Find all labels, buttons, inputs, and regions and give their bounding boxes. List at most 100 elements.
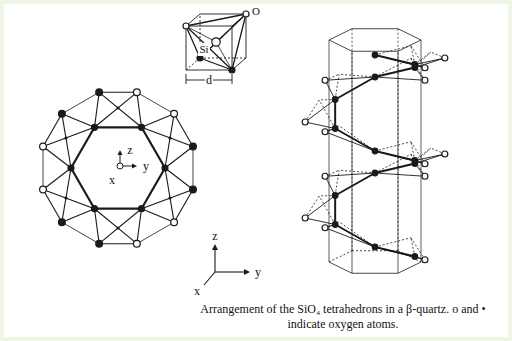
tetrahedron-edge bbox=[95, 208, 142, 210]
tetrahedron-edge bbox=[325, 132, 375, 151]
axis-label: y bbox=[142, 160, 150, 173]
tetrahedron-edge bbox=[62, 168, 71, 222]
si-o-bond bbox=[216, 14, 246, 42]
tetrahedron-edge bbox=[95, 92, 100, 127]
tetrahedron-edge bbox=[99, 92, 141, 127]
oxygen-dot bbox=[372, 148, 378, 154]
dimension-tick bbox=[232, 74, 233, 84]
tetrahedron-edge bbox=[305, 196, 319, 218]
tetrahedron-edge bbox=[186, 14, 246, 26]
oxygen-circle bbox=[422, 257, 428, 263]
cube-edge bbox=[186, 26, 187, 70]
axis-line bbox=[215, 271, 247, 272]
prism-edge bbox=[352, 273, 398, 274]
axis-arrowhead bbox=[212, 244, 250, 275]
oxygen-circle bbox=[133, 240, 140, 247]
prism-edge bbox=[398, 29, 421, 40]
silicon-dot bbox=[64, 136, 67, 139]
oxygen-dot bbox=[139, 124, 145, 130]
figure-caption: Arrangement of the SiO₄ tetrahedrons in … bbox=[180, 302, 506, 332]
helix-chain bbox=[375, 151, 415, 161]
helix-chain bbox=[334, 100, 336, 129]
oxygen-circle bbox=[322, 173, 328, 179]
oxygen-dot bbox=[162, 165, 168, 171]
helix-chain bbox=[375, 247, 415, 257]
oxygen-dot bbox=[197, 55, 203, 61]
tetrahedron-edge bbox=[99, 243, 137, 244]
figure-panel bbox=[4, 4, 508, 337]
tetrahedron-edge bbox=[375, 151, 425, 164]
oxygen-dot bbox=[372, 74, 378, 80]
tetrahedron-edge bbox=[375, 154, 411, 173]
oxygen-dot bbox=[139, 206, 145, 212]
oxygen-dot bbox=[372, 52, 378, 58]
tetrahedron-edge bbox=[375, 238, 411, 247]
prism-edge bbox=[398, 262, 421, 273]
tetrahedron-edge bbox=[71, 168, 95, 209]
tetrahedron-edge bbox=[137, 209, 142, 244]
axis-label: z bbox=[126, 144, 133, 157]
tetrahedron-edge bbox=[62, 209, 95, 222]
tetrahedron-edge bbox=[305, 196, 335, 219]
ring-link-line bbox=[137, 222, 174, 243]
axis-line bbox=[214, 247, 215, 272]
si-o-bond bbox=[186, 26, 216, 42]
tetrahedron-edge bbox=[305, 218, 335, 225]
tetrahedron-edge bbox=[62, 114, 95, 127]
silicon-dot bbox=[168, 196, 171, 199]
tetrahedron-edge bbox=[95, 209, 100, 244]
prism-edge bbox=[329, 40, 352, 51]
helix-chain bbox=[335, 173, 375, 196]
tetrahedron-edge bbox=[375, 58, 411, 77]
silicon-dot bbox=[64, 196, 67, 199]
tetrahedron-edge bbox=[95, 126, 142, 128]
tetrahedron-edge bbox=[375, 247, 425, 260]
oxygen-dot bbox=[332, 222, 338, 228]
oxygen-dot bbox=[412, 254, 418, 260]
tetrahedron-edge bbox=[305, 122, 335, 129]
tetrahedron-edge bbox=[43, 127, 94, 146]
ring-link-line bbox=[192, 147, 193, 190]
tetrahedron-edge bbox=[165, 114, 174, 168]
tetrahedron-edge bbox=[411, 238, 425, 260]
cube-inset bbox=[183, 11, 249, 84]
tetrahedron-edge bbox=[99, 209, 141, 244]
oxygen-dot bbox=[58, 219, 65, 226]
tetrahedron-edge bbox=[305, 100, 335, 123]
tetrahedron-edge bbox=[411, 46, 425, 68]
oxygen-circle bbox=[422, 65, 428, 71]
helix-chain bbox=[375, 68, 415, 78]
oxygen-circle bbox=[302, 215, 308, 221]
prism-edge bbox=[398, 29, 399, 251]
oxygen-circle bbox=[322, 77, 328, 83]
tetrahedron-edge bbox=[335, 170, 339, 195]
axis-label: z bbox=[211, 230, 218, 243]
tetrahedron-edge bbox=[375, 77, 425, 80]
tetrahedron-edge bbox=[43, 168, 71, 189]
dimension-tick bbox=[186, 74, 187, 84]
oxygen-circle bbox=[442, 151, 448, 157]
tetrahedron-edge bbox=[95, 209, 137, 244]
cube-edge bbox=[186, 70, 232, 71]
tetrahedron-edge bbox=[142, 209, 175, 222]
silicon-dot bbox=[116, 106, 119, 109]
prism-edge bbox=[329, 29, 352, 40]
ring-link-line bbox=[43, 147, 44, 190]
axis-label: y bbox=[254, 266, 262, 279]
silicon-label: Si bbox=[198, 43, 209, 56]
tetrahedron-edge bbox=[43, 189, 94, 208]
oxygen-circle bbox=[302, 119, 308, 125]
helix-chain bbox=[375, 55, 415, 65]
tetrahedron-edge bbox=[325, 173, 375, 176]
oxygen-circle bbox=[171, 219, 178, 226]
oxygen-dot bbox=[68, 165, 74, 171]
oxygen-circle bbox=[422, 77, 428, 83]
oxygen-dot bbox=[412, 62, 418, 68]
oxygen-circle bbox=[40, 186, 47, 193]
tetrahedron-edge bbox=[165, 168, 174, 222]
prism-edge bbox=[352, 29, 353, 251]
tetrahedron-edge bbox=[339, 170, 375, 173]
oxygen-dot bbox=[372, 244, 378, 250]
oxygen-dot bbox=[190, 143, 197, 150]
